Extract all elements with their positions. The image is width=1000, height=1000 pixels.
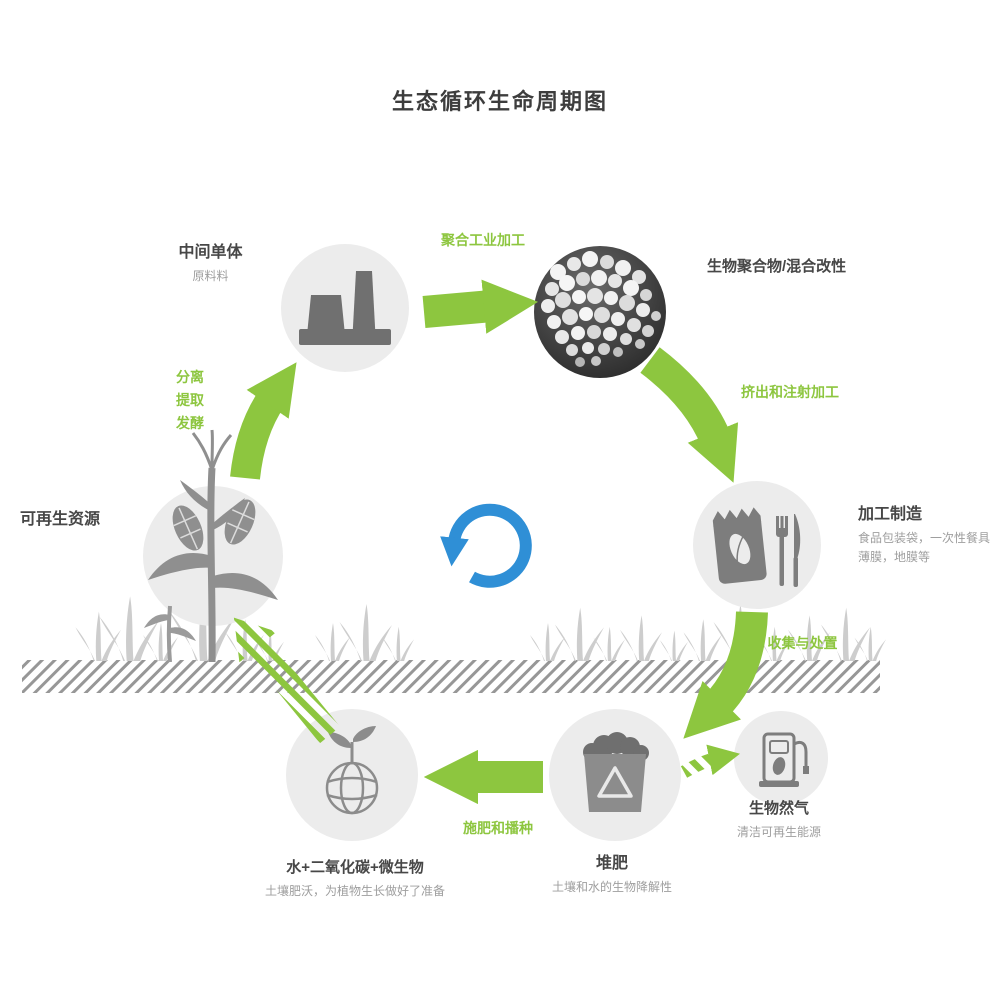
fuel-pump-icon bbox=[759, 732, 809, 787]
corn-icon bbox=[144, 429, 278, 663]
label-manufacturing: 加工制造 食品包装袋，一次性餐具 薄膜，地膜等 bbox=[858, 500, 993, 567]
process-step-extraction: 提取 bbox=[176, 392, 204, 408]
monomer-subtitle: 原料料 bbox=[192, 269, 229, 283]
arrow-polymerization bbox=[422, 279, 539, 334]
renewable-node bbox=[143, 429, 283, 663]
soil-node bbox=[286, 709, 418, 841]
process-step-separation: 分离 bbox=[176, 369, 204, 385]
soil-subtitle: 土壤肥沃，为植物生长做好了准备 bbox=[264, 884, 445, 898]
label-arrow-extrusion: 挤出和注射加工 bbox=[741, 384, 839, 400]
process-step-fermentation: 发酵 bbox=[176, 415, 204, 431]
compost-node bbox=[549, 709, 681, 841]
factory-node bbox=[281, 244, 409, 372]
compost-subtitle: 土壤和水的生物降解性 bbox=[551, 880, 672, 894]
fork-knife-icon bbox=[776, 514, 801, 587]
label-monomer: 中间单体 原料料 bbox=[148, 238, 273, 286]
recycle-loop-icon bbox=[440, 503, 532, 588]
label-arrow-collection: 收集与处置 bbox=[767, 635, 838, 651]
manufacturing-subtitle-1: 食品包装袋，一次性餐具 bbox=[858, 531, 991, 545]
biogas-title: 生物然气 bbox=[748, 800, 809, 817]
label-arrow-polymerization: 聚合工业加工 bbox=[441, 232, 525, 248]
arrow-collection bbox=[683, 611, 768, 739]
manufacturing-node bbox=[693, 481, 821, 609]
recycle-symbol-icon bbox=[597, 766, 633, 798]
arrow-separation bbox=[230, 362, 297, 480]
monomer-title: 中间单体 bbox=[178, 244, 243, 261]
compost-bin-icon bbox=[583, 732, 649, 812]
arrow-extrusion bbox=[640, 347, 739, 483]
globe-sprout-icon bbox=[325, 726, 379, 815]
label-soil: 水+二氧化碳+微生物 土壤肥沃，为植物生长做好了准备 bbox=[200, 856, 510, 901]
striped-arrow-compost-to-biogas bbox=[680, 744, 741, 778]
label-process-steps: 分离 提取 发酵 bbox=[176, 366, 246, 435]
soil-title: 水+二氧化碳+微生物 bbox=[286, 859, 424, 876]
biogas-subtitle: 清洁可再生能源 bbox=[736, 825, 821, 839]
compost-title: 堆肥 bbox=[595, 855, 628, 872]
label-renewable: 可再生资源 bbox=[20, 511, 101, 528]
label-biogas: 生物然气 清洁可再生能源 bbox=[704, 797, 854, 842]
pellets-photo bbox=[541, 251, 661, 367]
pellets-node bbox=[534, 246, 666, 378]
biogas-node bbox=[734, 711, 828, 805]
manufacturing-subtitle-2: 薄膜，地膜等 bbox=[858, 550, 931, 564]
label-biopolymer: 生物聚合物/混合改性 bbox=[707, 258, 847, 275]
factory-icon bbox=[299, 271, 391, 345]
label-compost: 堆肥 土壤和水的生物降解性 bbox=[492, 849, 732, 897]
diagram-title: 生态循环生命周期图 bbox=[391, 89, 608, 114]
label-arrow-fertilize: 施肥和播种 bbox=[463, 820, 533, 836]
manufacturing-title: 加工制造 bbox=[858, 506, 923, 523]
packaging-icon bbox=[712, 507, 767, 584]
striped-arrow-soil-to-corn bbox=[233, 617, 341, 744]
